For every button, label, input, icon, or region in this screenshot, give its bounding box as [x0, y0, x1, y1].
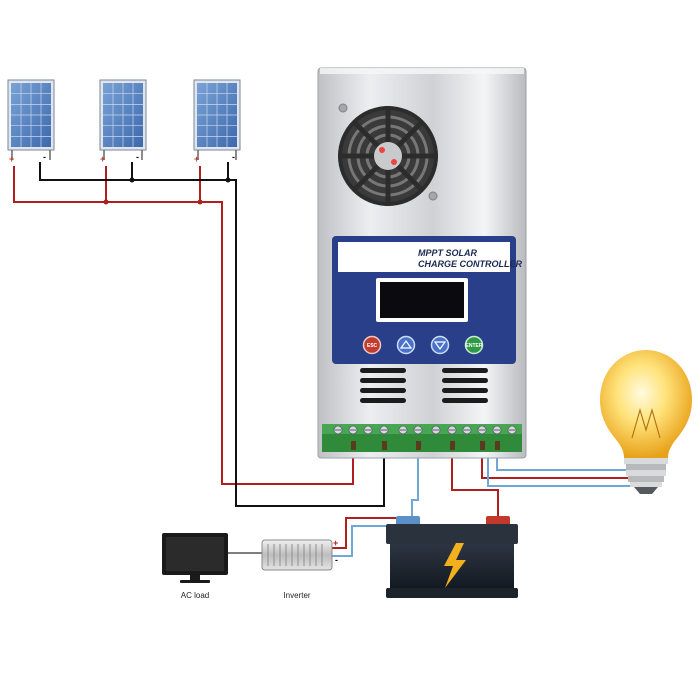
- terminal-block: [322, 424, 522, 452]
- left-vent: [360, 368, 406, 403]
- controller-title-line2: CHARGE CONTROLLER: [418, 259, 522, 269]
- charge-controller: MPPT SOLAR CHARGE CONTROLLER ESC ENTER: [317, 67, 527, 459]
- load-return-wire: [487, 450, 632, 487]
- panel3-minus-mark: -: [232, 152, 235, 162]
- inverter-label: Inverter: [283, 591, 310, 600]
- solar-panel-2: [99, 79, 147, 160]
- solar-positive-bus: [13, 166, 354, 485]
- inverter-minus-mark: -: [335, 555, 338, 565]
- down-button[interactable]: [430, 335, 450, 355]
- panel1-plus-mark: +: [9, 154, 14, 164]
- solar-negative-bus: [39, 162, 385, 507]
- negative-junction: [225, 177, 231, 183]
- fan-icon: [338, 103, 438, 206]
- up-button[interactable]: [396, 335, 416, 355]
- inverter-negative-wire: [332, 525, 408, 557]
- up-arrow-icon: [399, 339, 413, 349]
- enter-button[interactable]: ENTER: [464, 335, 484, 355]
- inverter: [261, 539, 333, 571]
- ac-load-label: AC load: [181, 591, 209, 600]
- lightning-icon: [444, 543, 466, 588]
- negative-junction: [129, 177, 135, 183]
- down-arrow-icon: [433, 341, 447, 351]
- monitor-icon: [162, 533, 228, 583]
- battery-negative-wire: [411, 450, 419, 520]
- inverter-plus-mark: +: [333, 538, 338, 548]
- positive-junction: [197, 199, 203, 205]
- panel3-plus-mark: +: [194, 154, 199, 164]
- panel1-minus-mark: -: [43, 152, 46, 162]
- battery: [386, 516, 518, 598]
- battery-positive-wire: [451, 450, 499, 520]
- positive-junction: [103, 199, 109, 205]
- esc-button[interactable]: ESC: [362, 335, 382, 355]
- controller-title-line1: MPPT SOLAR: [418, 248, 478, 258]
- panel2-minus-mark: -: [136, 152, 139, 162]
- title-plate: [338, 242, 510, 272]
- load-positive-wire: [481, 450, 632, 479]
- lcd-display: [380, 282, 464, 318]
- solar-panel-3: [193, 79, 241, 160]
- enter-button-label: ENTER: [466, 343, 483, 349]
- esc-button-label: ESC: [367, 343, 378, 349]
- wiring: [13, 162, 632, 557]
- light-bulb-icon: [600, 350, 692, 494]
- panel2-plus-mark: +: [100, 154, 105, 164]
- solar-panel-1: [7, 79, 55, 160]
- inverter-positive-wire: [332, 517, 408, 549]
- right-vent: [442, 368, 488, 403]
